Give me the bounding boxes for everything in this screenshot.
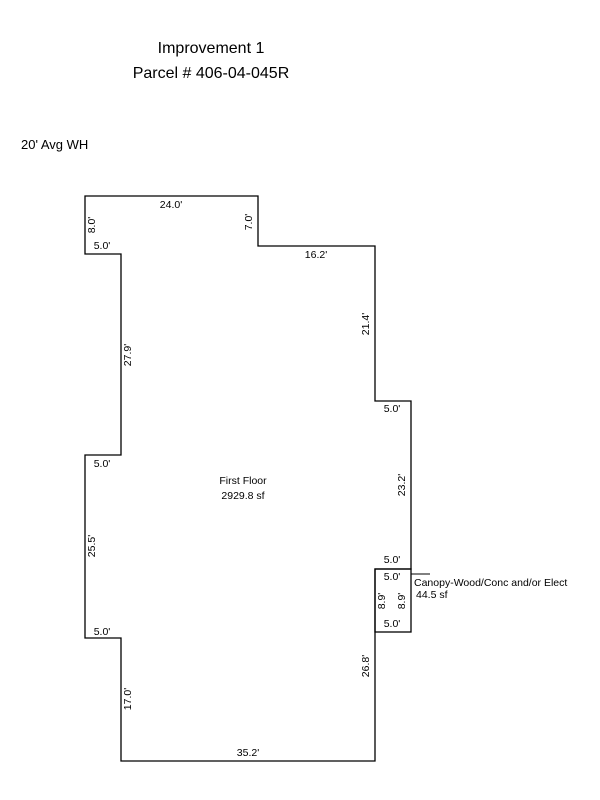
sketch-title: Improvement 1	[157, 40, 265, 57]
dim-top-left-side: 8.0'	[86, 217, 98, 234]
dim-top-notch: 7.0'	[243, 214, 255, 231]
dim-canopy-right: 8.9'	[396, 593, 408, 610]
parcel-number: Parcel # 406-04-045R	[132, 65, 290, 82]
first-floor-area: 2929.8 sf	[221, 490, 264, 502]
dim-left-lower: 17.0'	[122, 688, 134, 710]
dim-canopy-left: 8.9'	[376, 593, 388, 610]
canopy-label: Canopy-Wood/Conc and/or Elect	[414, 577, 567, 589]
dim-left-upper: 27.9'	[122, 344, 134, 366]
dim-canopy-bottom: 5.0'	[384, 618, 401, 630]
dim-bottom: 35.2'	[237, 747, 259, 759]
dim-left-step-mid: 5.0'	[94, 458, 111, 470]
dim-top-left-step: 5.0'	[94, 240, 111, 252]
canopy-outline	[374, 568, 412, 633]
first-floor-outline	[84, 195, 412, 762]
dim-right-mid: 23.2'	[396, 474, 408, 496]
dim-upper-right-top: 16.2'	[305, 249, 327, 261]
average-wall-height-note: 20' Avg WH	[21, 137, 89, 152]
first-floor-label: First Floor	[219, 475, 267, 487]
dim-canopy-top: 5.0'	[384, 571, 401, 583]
dim-left-mid: 25.5'	[86, 535, 98, 557]
dim-top: 24.0'	[160, 199, 182, 211]
dim-right-lower: 26.8'	[360, 655, 372, 677]
dim-right-step: 5.0'	[384, 403, 401, 415]
dim-left-step-low: 5.0'	[94, 626, 111, 638]
dim-right-step-low: 5.0'	[384, 554, 401, 566]
dim-right-upper: 21.4'	[360, 313, 372, 335]
canopy-area: 44.5 sf	[416, 589, 448, 601]
